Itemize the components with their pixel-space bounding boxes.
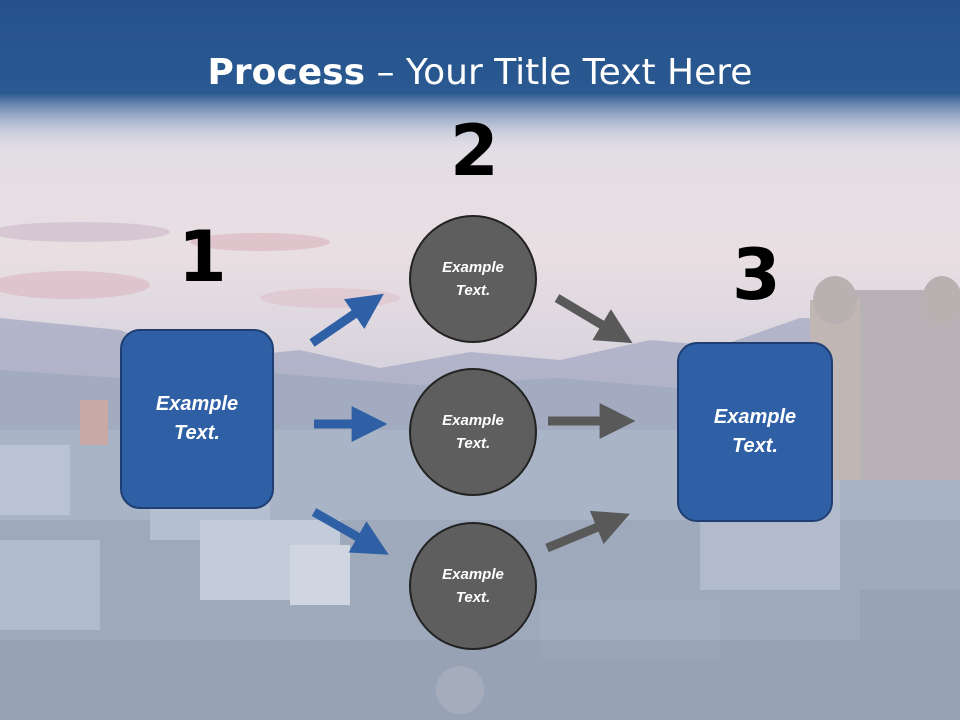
circle-bottom-line2: Text. bbox=[455, 589, 491, 606]
step-number-2: 2 bbox=[450, 110, 499, 192]
arrow-blue-down bbox=[311, 508, 389, 555]
right-box-line1: Example bbox=[713, 406, 797, 428]
arrow-blue-up bbox=[309, 293, 384, 347]
right-box-line2: Text. bbox=[732, 435, 778, 457]
circle-middle-line1: Example bbox=[442, 412, 504, 429]
step-number-1: 1 bbox=[178, 216, 227, 298]
slide-title: Process – Your Title Text Here bbox=[0, 52, 960, 93]
arrow-gray-up bbox=[545, 510, 630, 553]
left-box-line2: Text. bbox=[174, 422, 220, 444]
title-bold: Process bbox=[207, 52, 366, 93]
circle-top-line1: Example bbox=[442, 259, 504, 276]
circle-middle-line2: Text. bbox=[455, 435, 491, 452]
step-number-3: 3 bbox=[732, 234, 781, 316]
circle-top-line2: Text. bbox=[455, 282, 491, 299]
arrow-gray-down bbox=[554, 294, 633, 344]
title-rest: – Your Title Text Here bbox=[365, 52, 753, 93]
circle-bottom-line1: Example bbox=[442, 566, 504, 583]
left-box-line1: Example bbox=[155, 393, 239, 415]
